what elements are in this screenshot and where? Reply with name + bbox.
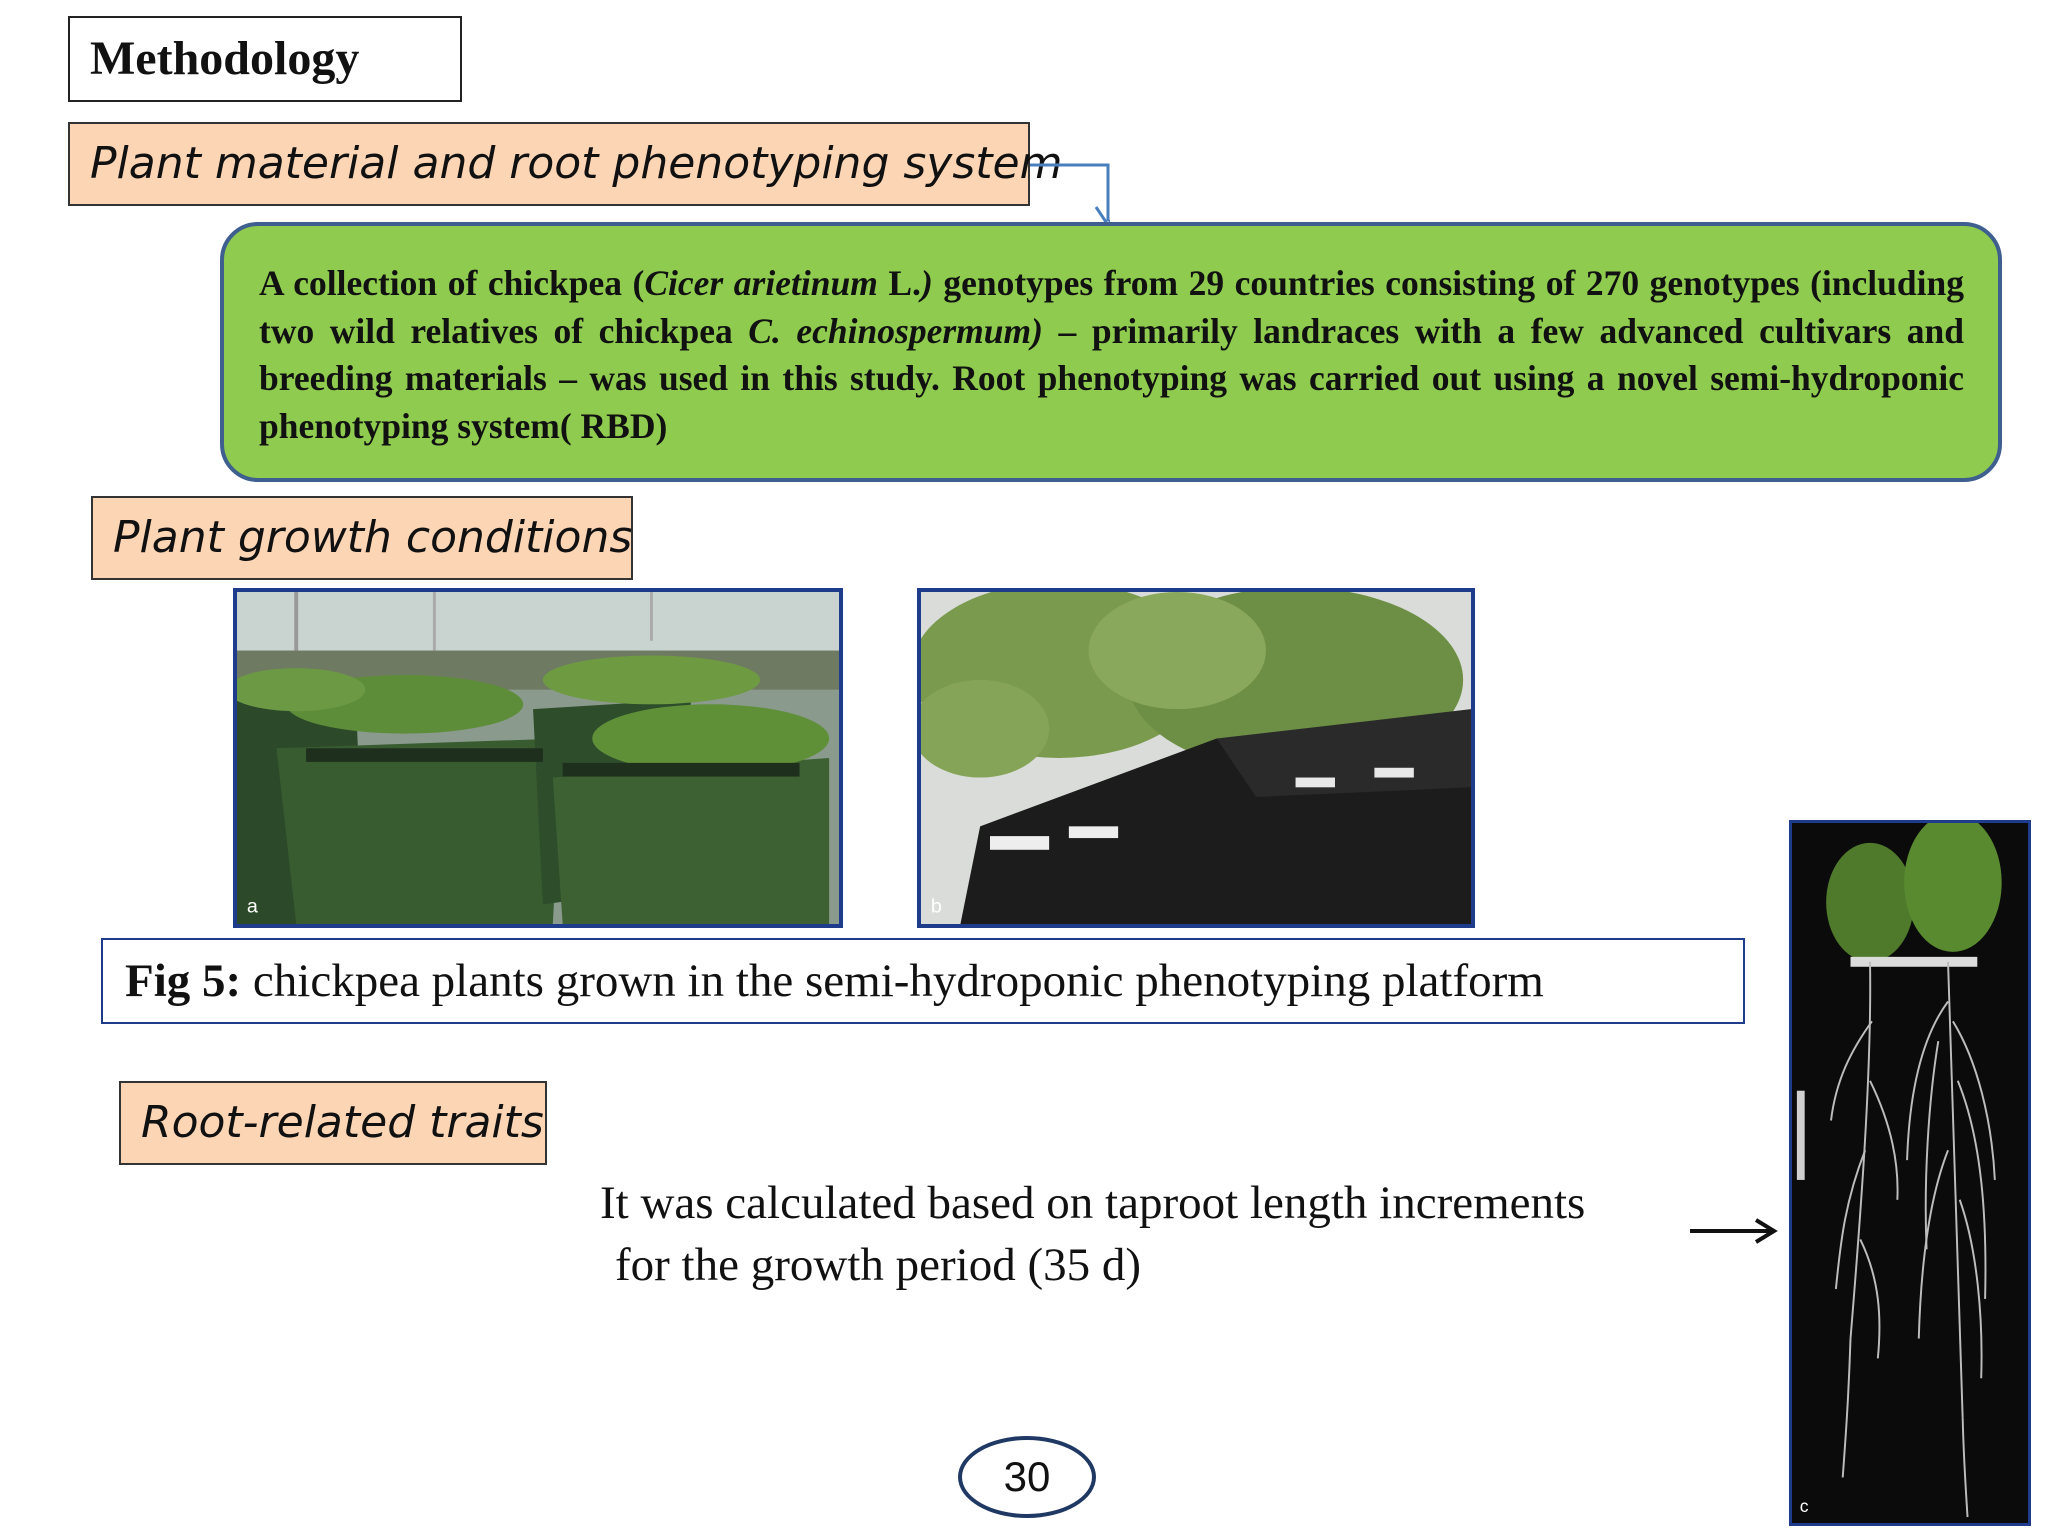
slide-title: Methodology	[68, 16, 462, 102]
caption-label: Fig 5:	[125, 955, 242, 1007]
greenhouse-bins-image: a	[237, 592, 839, 924]
photo-panel-b: b	[917, 588, 1475, 928]
photo-panel-c: c	[1789, 820, 2031, 1526]
wild-species-name: C. echinospermum)	[748, 310, 1043, 351]
note-line-1: It was calculated based on taproot lengt…	[600, 1177, 1586, 1229]
panel-label-b: b	[931, 895, 942, 917]
root-trait-note: It was calculated based on taproot lengt…	[600, 1172, 1700, 1296]
right-arrow	[1690, 1218, 1778, 1244]
note-line-2: for the growth period (35 d)	[615, 1239, 1141, 1291]
page-number: 30	[958, 1436, 1096, 1518]
caption-text: chickpea plants grown in the semi-hydrop…	[241, 955, 1544, 1007]
desc-part-5: – primarily landraces with a few advance…	[259, 310, 1964, 446]
section-growth-conditions: Plant growth conditions	[91, 496, 633, 580]
panel-label-c: c	[1800, 1496, 1809, 1516]
section-plant-material: Plant material and root phenotyping syst…	[68, 122, 1062, 206]
plant-growth-boxes-image: b	[921, 592, 1471, 924]
root-system-image: c	[1792, 823, 2028, 1523]
desc-part-1: A collection of chickpea (	[259, 263, 645, 303]
panel-label-a: a	[247, 895, 258, 917]
figure-caption: Fig 5: chickpea plants grown in the semi…	[101, 938, 1745, 1024]
desc-part-4: genotypes from 29 countries consisting o…	[259, 263, 1964, 351]
methodology-description: A collection of chickpea (Cicer arietinu…	[220, 222, 2002, 482]
desc-paren: )	[920, 263, 933, 303]
desc-part-2: L.	[877, 263, 921, 303]
photo-panel-a: a	[233, 588, 843, 928]
section-root-traits: Root-related traits	[119, 1081, 547, 1165]
species-name: Cicer arietinum	[644, 263, 878, 303]
